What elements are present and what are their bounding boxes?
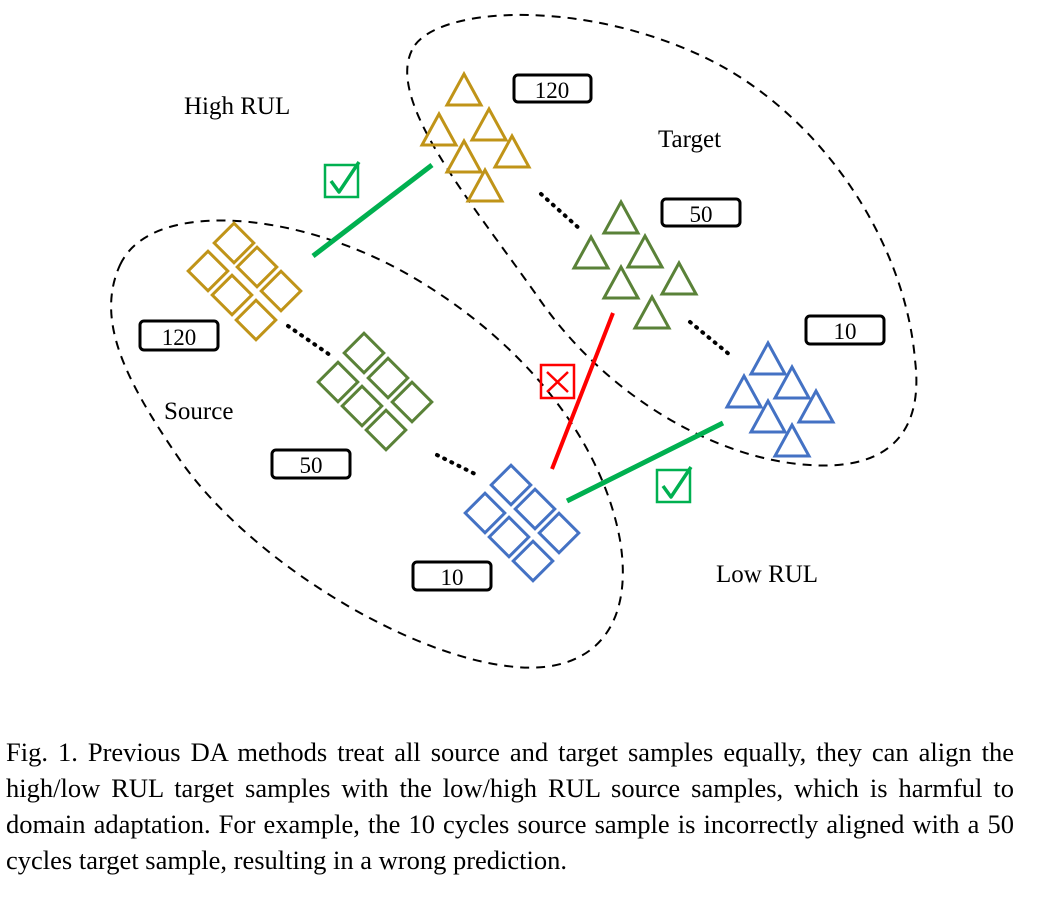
alignment-line-wrong	[550, 312, 615, 470]
target-sample-triangle	[633, 295, 671, 330]
target-sample-triangle	[572, 235, 610, 270]
check-box-icon	[323, 161, 361, 199]
cycles-label: 10	[834, 319, 857, 344]
target-group-10	[725, 341, 835, 458]
target-sample-triangle	[797, 389, 835, 424]
target-cycles-box-50: 50	[660, 197, 742, 228]
dotted-connector	[688, 320, 732, 357]
figure-number: Fig. 1.	[6, 737, 78, 767]
source-group-50	[316, 331, 434, 452]
target-sample-triangle	[773, 423, 811, 458]
target-sample-triangle	[445, 72, 483, 107]
dotted-connector	[286, 324, 332, 357]
alignment-line-correct-high	[311, 163, 434, 258]
target-sample-triangle	[470, 107, 508, 142]
source-cycles-box-10: 10	[411, 560, 493, 592]
target-sample-triangle	[602, 200, 640, 235]
source-cycles-box-120: 120	[138, 319, 220, 352]
target-sample-triangle	[749, 341, 787, 376]
check-box-icon	[655, 466, 693, 504]
cycles-label: 10	[441, 565, 464, 590]
target-domain-label: Target	[658, 126, 721, 153]
cycles-label: 50	[690, 202, 713, 227]
target-domain-boundary	[406, 13, 918, 467]
target-sample-triangle	[626, 234, 664, 269]
cross-box-icon	[539, 363, 576, 400]
source-domain-boundary	[110, 219, 624, 669]
alignment-line-correct-low	[565, 420, 725, 504]
target-sample-triangle	[420, 112, 458, 147]
domain-adaptation-diagram: 120 50 10 120 50 10 High RUL Target Sour…	[110, 13, 918, 669]
cycles-label: 50	[300, 453, 323, 478]
target-sample-triangle	[725, 374, 763, 409]
source-cycles-box-50: 50	[270, 448, 352, 480]
low-rul-label: Low RUL	[716, 561, 818, 588]
target-sample-triangle	[602, 265, 640, 300]
high-rul-label: High RUL	[184, 93, 290, 120]
target-cycles-box-10: 10	[804, 314, 886, 346]
dotted-connector	[539, 192, 583, 232]
source-domain-label: Source	[164, 398, 233, 425]
cycles-label: 120	[162, 325, 197, 350]
target-sample-triangle	[773, 365, 811, 400]
cycles-label: 120	[535, 78, 570, 103]
target-sample-triangle	[466, 168, 504, 203]
figure-caption: Fig. 1.Previous DA methods treat all sou…	[6, 734, 1014, 878]
caption-text: Previous DA methods treat all source and…	[6, 737, 1015, 875]
target-sample-triangle	[660, 261, 698, 296]
dotted-connector	[435, 453, 479, 477]
target-cycles-box-120: 120	[512, 73, 593, 104]
